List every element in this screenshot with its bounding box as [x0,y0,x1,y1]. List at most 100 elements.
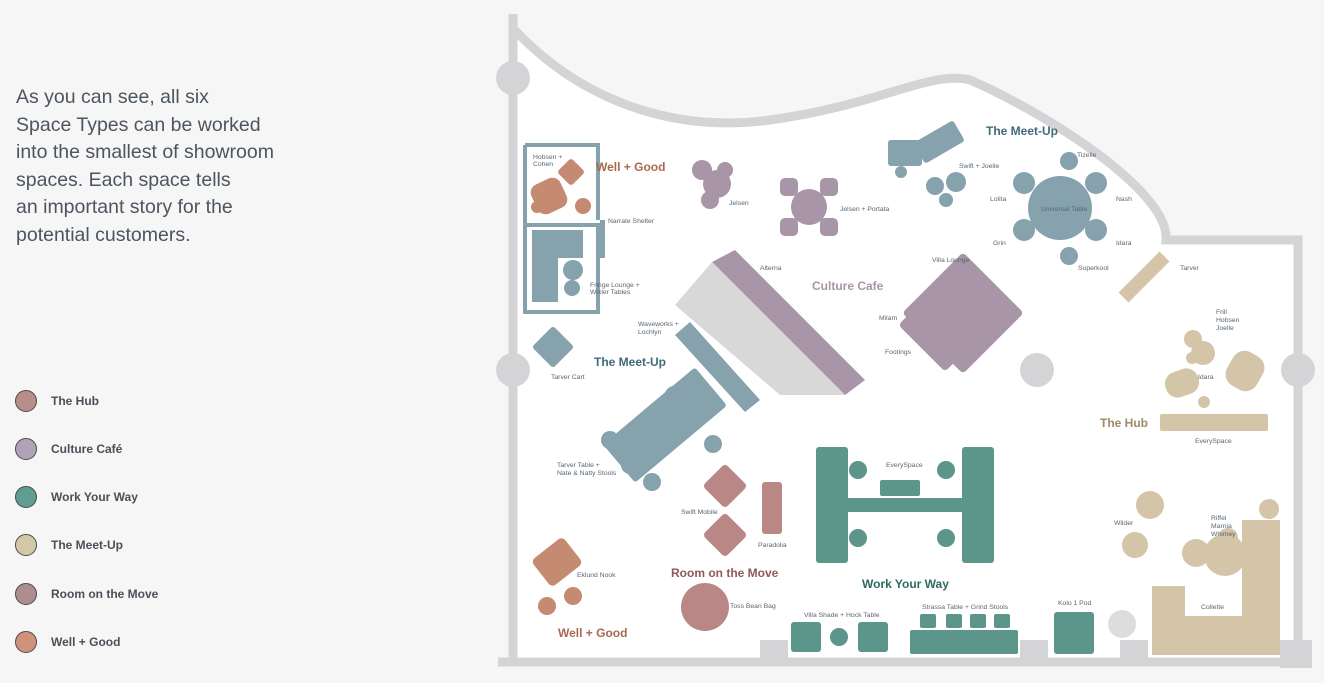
swift-sofa [888,121,964,178]
legend-swatch [15,390,37,412]
fringe-lounge [532,230,583,302]
furniture-label: Marnia [1211,523,1232,530]
zone-title-room-on-the-move: Room on the Move [671,566,779,580]
column [496,353,530,387]
frill-hobsen-joelle [1164,330,1265,408]
kolo-pod [1054,612,1094,654]
villa-shade-hock [791,622,888,652]
furniture-label: Tizelle [1077,152,1097,159]
well-pouf [538,597,556,615]
strassa-table [910,614,1018,654]
furniture-label: Riffel [1211,515,1227,522]
furniture-label: Toss Bean Bag [730,603,776,610]
furniture-label: Hobsen [1216,317,1240,324]
wixler-table [563,260,583,280]
legend-label: Well + Good [51,635,121,649]
furniture-label: EverySpace [1195,438,1232,445]
legend-swatch [15,583,37,605]
well-pouf [575,198,591,214]
tarver-panel [1118,251,1170,303]
jelsen-portata-table [780,178,838,236]
counter-bar [675,262,845,395]
legend-item-the-hub[interactable]: The Hub [15,388,99,414]
intro-line: potential customers. [16,223,191,246]
furniture-label: Villa Lounge [932,257,970,264]
furniture-label: Paradolia [758,542,787,549]
furniture-label: EverySpace [886,462,923,469]
furniture-label: Tarver Table + [557,462,600,469]
furniture-label: Footings [885,349,912,356]
furniture-label: Alterna [760,265,782,272]
legend-label: The Meet-Up [51,538,123,552]
furniture-label: Collette [1201,604,1224,611]
zone-title-well-good-bottom: Well + Good [558,626,627,640]
column [1020,353,1054,387]
everyspace-credenza [1160,414,1268,431]
narrate-shelter-frame [523,143,600,314]
intro-line: Space Types can be worked [16,113,261,136]
everyspace-workstation [816,447,994,563]
legend-label: The Hub [51,394,99,408]
zone-title-meet-up-mid: The Meet-Up [594,355,666,369]
furniture-label: Universal Table [1041,206,1088,213]
intro-line: As you can see, all six [16,86,209,108]
legend-label: Room on the Move [51,587,159,601]
showroom-floor-plan: The Meet-Up Well + Good Culture Cafe The… [496,14,1315,668]
cohen-stool [558,159,584,185]
column [496,61,530,95]
furniture-label: Villa Shade + Hock Table [804,612,880,619]
furniture-label: Nash [1116,196,1132,203]
well-pouf [531,201,543,213]
furniture-label: Nate & Natty Stools [557,470,617,477]
legend-item-work-your-way[interactable]: Work Your Way [15,484,138,510]
furniture-label: Joelle [1216,325,1234,332]
legend-swatch [15,631,37,653]
swift-mobile [704,465,746,556]
alterna-bench [712,250,865,395]
furniture-label: Milam [879,315,897,322]
floor-area [513,28,1298,662]
furniture-label: Jelsen [729,200,749,207]
furniture-label: Frill [1216,309,1227,316]
furniture-label: Strassa Table + Grind Stools [922,604,1009,611]
wall-notch [1280,640,1312,668]
furniture-label: Swift Mobile [681,509,718,516]
zone-title-meet-up-top: The Meet-Up [986,124,1058,138]
collette-sofa [1152,520,1280,655]
legend-item-culture-cafe[interactable]: Culture Café [15,436,122,462]
tarver-cart [533,327,573,367]
wilder-chairs [1122,491,1164,558]
column [1281,353,1315,387]
zone-title-well-good-top: Well + Good [596,160,665,174]
legend-item-room-on-the-move[interactable]: Room on the Move [15,581,158,607]
furniture-label: Superkool [1078,265,1109,272]
furniture-label: Wixler Tables [590,289,631,296]
furniture-label: Narrate Shelter [608,218,655,225]
legend-label: Work Your Way [51,490,138,504]
furniture-label: Wilder [1114,520,1134,527]
furniture-label: Swift + Joelle [959,163,999,170]
legend-swatch [15,486,37,508]
toss-bean-bag [681,583,729,631]
furniture-label: Grin [993,240,1006,247]
wixler-table [564,280,580,296]
intro-line: into the smallest of showroom [16,141,274,163]
furniture-label: Whimey [1211,531,1236,538]
furniture-label: Lolita [990,196,1006,203]
joelle-tables [926,172,966,207]
villa-lounge [899,253,1023,373]
furniture-label: Kolo 1 Pod [1058,600,1091,607]
furniture-label: Jelsen + Portata [840,206,890,213]
furniture-label: Waveworks + [638,321,679,328]
wall-notch [1020,640,1048,662]
tarver-table-set [601,368,726,491]
furniture-label: Tarver [1180,265,1200,272]
legend-label: Culture Café [51,442,123,456]
well-pouf [564,587,582,605]
furniture-label: Idara [1198,374,1214,381]
legend-item-well-good[interactable]: Well + Good [15,629,120,655]
furniture-label: Tarver Cart [551,374,585,381]
legend-item-the-meet-up[interactable]: The Meet-Up [15,532,123,558]
furniture-label: Fringe Lounge + [590,282,640,289]
wall-notch [1120,640,1148,662]
